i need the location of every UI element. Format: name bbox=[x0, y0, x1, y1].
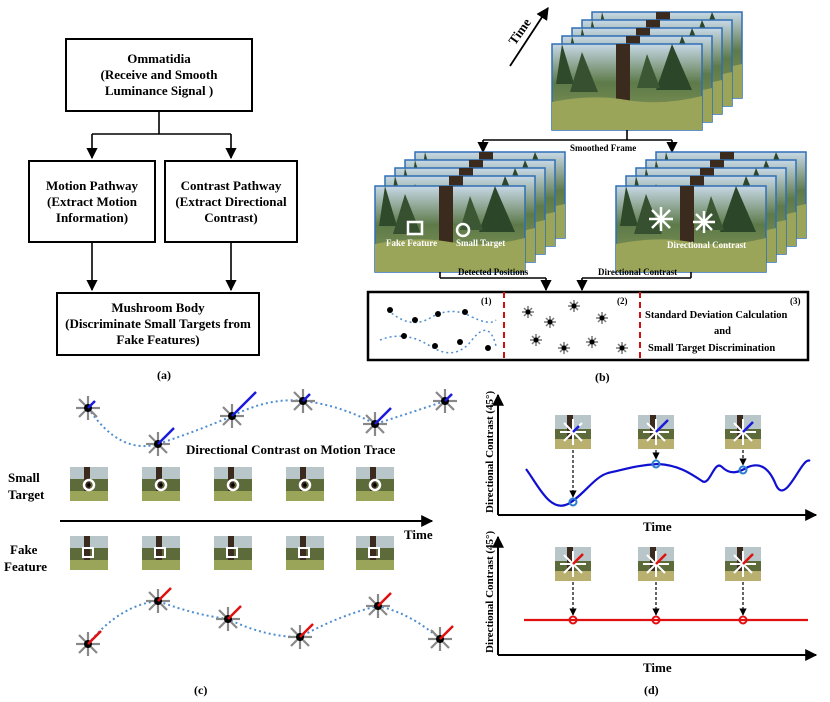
mushroom-body-box: Mushroom Body (Discriminate Small Target… bbox=[56, 292, 260, 356]
bottom-xlabel: Time bbox=[643, 660, 672, 675]
step2-contrast-stars bbox=[522, 300, 628, 354]
bottom-leader-lines bbox=[569, 582, 747, 616]
contrast-pathway-box: Contrast Pathway (Extract Directional Co… bbox=[164, 160, 298, 243]
processing-box bbox=[366, 290, 810, 362]
small-target-trace bbox=[87, 399, 446, 448]
ommatidia-box: Ommatidia (Receive and Smooth Luminance … bbox=[65, 38, 253, 112]
time-label-c: Time bbox=[404, 527, 433, 542]
frame-stack-left bbox=[374, 151, 566, 273]
ommatidia-title: Ommatidia bbox=[127, 51, 191, 66]
small-target-label-c2: Target bbox=[8, 487, 45, 502]
std-line-3: Small Target Discrimination bbox=[648, 343, 775, 354]
small-target-marker bbox=[455, 222, 471, 238]
caption-d: (d) bbox=[644, 683, 659, 697]
std-line-2: and bbox=[714, 326, 731, 337]
mushroom-body-subtitle: (Discriminate Small Targets from Fake Fe… bbox=[65, 316, 251, 347]
fake-feature-label-c1: Fake bbox=[10, 542, 38, 557]
detected-positions-label: Detected Positions bbox=[458, 267, 529, 277]
step-1-label: (1) bbox=[481, 296, 492, 306]
small-target-thumbnails bbox=[70, 467, 394, 501]
bottom-thumbnails bbox=[555, 547, 761, 581]
fake-feature-stars bbox=[74, 587, 454, 658]
ommatidia-subtitle: (Receive and Smooth Luminance Signal ) bbox=[100, 67, 218, 98]
caption-a: (a) bbox=[157, 368, 171, 382]
bottom-ylabel: Directional Contrast (45°) bbox=[484, 531, 496, 653]
step1-trace-1 bbox=[387, 309, 497, 324]
small-target-label-b: Small Target bbox=[456, 238, 505, 248]
frame-stack-top bbox=[551, 11, 743, 131]
caption-c: (c) bbox=[194, 683, 207, 697]
motion-pathway-subtitle: (Extract Motion Information) bbox=[47, 193, 137, 225]
time-arrow bbox=[509, 6, 549, 67]
fake-feature-thumbnails bbox=[70, 536, 394, 570]
std-line-1: Standard Deviation Calculation bbox=[645, 310, 788, 321]
panel-d: Directional Contrast (45°) Time Directio… bbox=[484, 391, 818, 697]
frame-stack-right bbox=[615, 151, 807, 273]
panel-c: Directional Contrast on Motion Trace Sma… bbox=[4, 387, 459, 697]
top-xlabel: Time bbox=[643, 519, 672, 534]
fake-feature-label-b: Fake Feature bbox=[386, 238, 437, 248]
contrast-pathway-title: Contrast Pathway bbox=[180, 177, 282, 193]
bottom-markers bbox=[568, 615, 748, 625]
contrast-pathway-subtitle: (Extract Directional Contrast) bbox=[175, 193, 287, 225]
motion-pathway-title: Motion Pathway bbox=[45, 177, 139, 193]
time-label-b: Time bbox=[505, 15, 534, 47]
trace-title: Directional Contrast on Motion Trace bbox=[186, 442, 396, 457]
top-contrast-curve bbox=[525, 459, 811, 507]
fake-feature-label-c2: Feature bbox=[4, 559, 47, 574]
fake-feature-marker bbox=[406, 220, 424, 236]
panel-b: Time Smoothed Frame Fake Feature Small T… bbox=[366, 6, 810, 362]
step-2-label: (2) bbox=[617, 296, 628, 306]
mushroom-body-title: Mushroom Body bbox=[111, 300, 205, 315]
top-markers bbox=[568, 459, 748, 507]
small-target-stars bbox=[74, 387, 459, 458]
step1-dots bbox=[387, 307, 491, 351]
step-3-label: (3) bbox=[790, 296, 801, 306]
small-target-label-c1: Small bbox=[8, 470, 40, 485]
directional-contrast-arrow-label: Directional Contrast bbox=[598, 267, 677, 277]
top-ylabel: Directional Contrast (45°) bbox=[484, 391, 496, 513]
smoothed-frame-label: Smoothed Frame bbox=[570, 143, 636, 153]
panel-a-arrows bbox=[86, 112, 237, 292]
top-leader-lines bbox=[569, 450, 747, 498]
motion-pathway-box: Motion Pathway (Extract Motion Informati… bbox=[28, 160, 156, 243]
directional-contrast-stars bbox=[649, 207, 715, 233]
caption-b: (b) bbox=[595, 370, 610, 384]
directional-contrast-label-b: Directional Contrast bbox=[667, 240, 746, 250]
fake-feature-trace bbox=[87, 599, 441, 645]
top-thumbnails bbox=[555, 415, 761, 449]
